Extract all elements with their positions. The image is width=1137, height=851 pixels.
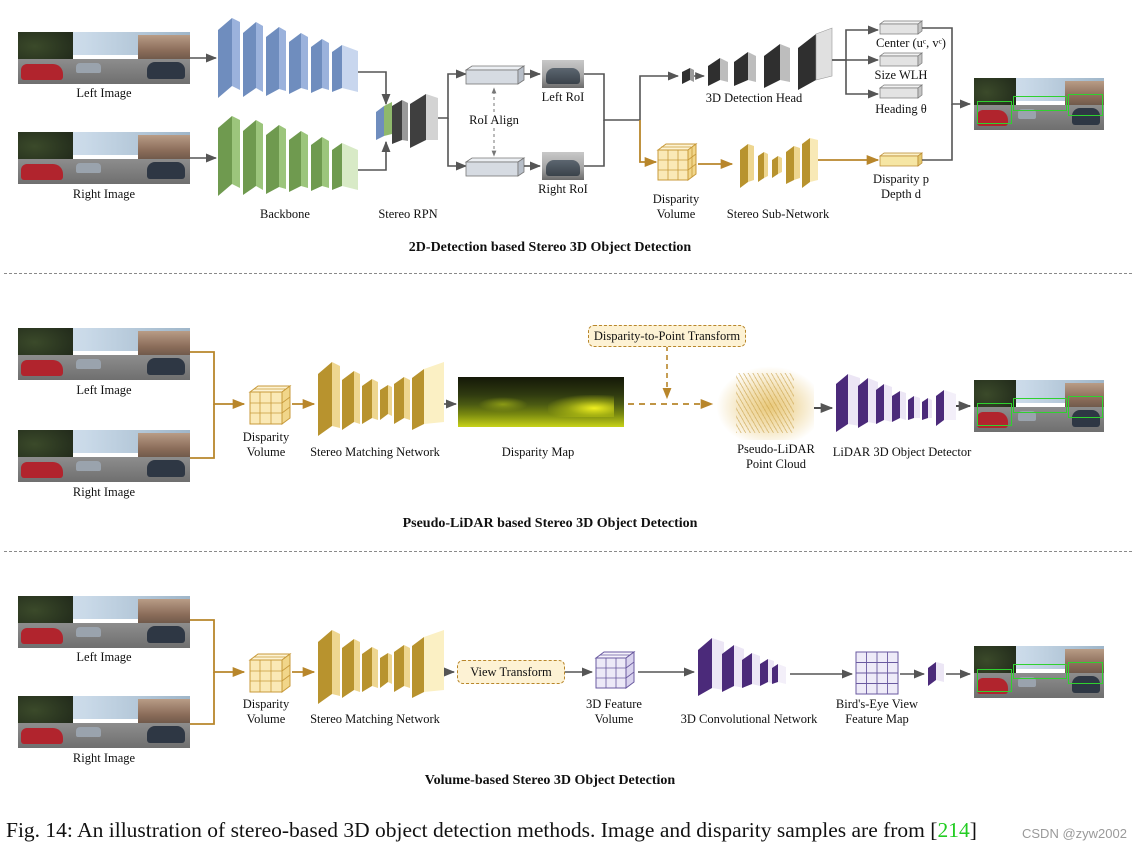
disparity-volume-3 xyxy=(248,653,292,693)
separator-2 xyxy=(4,551,1132,552)
conv3d-label: 3D Convolutional Network xyxy=(680,712,818,726)
detection-head-block xyxy=(682,27,833,90)
caption-text: Fig. 14: An illustration of stereo-based… xyxy=(6,818,938,842)
section3-title: Volume-based Stereo 3D Object Detection xyxy=(424,773,676,788)
roi-bar-top xyxy=(464,65,526,85)
feature-volume-3d xyxy=(594,651,636,689)
bev-small-cube xyxy=(928,662,944,686)
stereo-subnet-label: Stereo Sub-Network xyxy=(726,207,830,221)
disparity-depth-label: Disparity p Depth d xyxy=(873,172,929,201)
output-bar-disparity xyxy=(878,152,924,167)
watermark: CSDN @zyw2002 xyxy=(1022,826,1127,841)
left-roi-label: Left RoI xyxy=(541,90,585,104)
stereo-rpn-label: Stereo RPN xyxy=(378,207,438,221)
center-label: Center (uᶜ, vᶜ) xyxy=(876,36,946,50)
s2-merge-right xyxy=(190,404,215,459)
s2-merge-left xyxy=(190,351,246,410)
result-image-1 xyxy=(974,78,1104,130)
arrow-outputs-final-bottom xyxy=(922,104,953,161)
caption-close: ] xyxy=(969,818,977,842)
merge-roi-top xyxy=(584,73,640,121)
arrow-backbone-rpn-bottom xyxy=(358,140,391,171)
result-image-2 xyxy=(974,380,1104,432)
detection-head-label: 3D Detection Head xyxy=(705,91,803,105)
s2-stereo-matching-label: Stereo Matching Network xyxy=(310,445,440,459)
s2-left-image-label: Left Image xyxy=(76,383,132,397)
caption-ref[interactable]: 214 xyxy=(937,818,970,842)
output-bar-heading xyxy=(878,84,924,99)
arrow-to-heading xyxy=(845,60,880,99)
arrow-backbone-rpn-top xyxy=(358,71,391,106)
right-roi-label: Right RoI xyxy=(538,182,588,196)
stereo-subnet-block xyxy=(740,138,818,188)
stereo-matching-block-3 xyxy=(318,630,444,704)
arrow-to-det-head xyxy=(639,71,680,120)
s3-merge-right xyxy=(190,672,215,725)
feature-volume-label: 3D Feature Volume xyxy=(586,697,642,726)
left-image-2 xyxy=(18,328,190,380)
disparity-volume-2 xyxy=(248,385,292,425)
backbone-top-blue xyxy=(218,18,358,98)
s3-right-image-label: Right Image xyxy=(72,751,136,765)
heading-label: Heading θ xyxy=(875,102,927,116)
s1-left-image-label: Left Image xyxy=(76,86,132,100)
merge-roi-bottom xyxy=(584,120,605,167)
arrow-rpn-roi-bottom xyxy=(447,118,468,171)
left-image-3 xyxy=(18,596,190,648)
size-label: Size WLH xyxy=(874,68,928,82)
pseudo-lidar-point-cloud-image xyxy=(716,366,814,440)
result-image-3 xyxy=(974,646,1104,698)
conv3d-block xyxy=(698,638,786,696)
disparity-map-label: Disparity Map xyxy=(501,445,575,459)
output-bar-size xyxy=(878,52,924,67)
s1-right-image-label: Right Image xyxy=(72,187,136,201)
left-roi-thumb xyxy=(542,60,584,88)
pseudo-lidar-label: Pseudo-LiDAR Point Cloud xyxy=(737,442,815,471)
separator-1 xyxy=(4,273,1132,274)
left-image-1 xyxy=(18,32,190,84)
s2-right-image-label: Right Image xyxy=(72,485,136,499)
lidar-detector-block xyxy=(836,374,956,432)
output-bar-center xyxy=(878,20,924,35)
section2-title: Pseudo-LiDAR based Stereo 3D Object Dete… xyxy=(402,516,698,531)
stereo-matching-block-2 xyxy=(318,362,444,436)
right-image-2 xyxy=(18,430,190,482)
bev-feature-map-label: Bird's-Eye View Feature Map xyxy=(835,697,919,726)
backbone-label: Backbone xyxy=(260,207,310,221)
roi-align-label: RoI Align xyxy=(469,113,519,127)
roi-bar-bottom xyxy=(464,157,526,177)
right-roi-thumb xyxy=(542,152,584,180)
right-image-1 xyxy=(18,132,190,184)
s1-disparity-volume-label: Disparity Volume xyxy=(652,192,700,221)
s3-stereo-matching-label: Stereo Matching Network xyxy=(310,712,440,726)
lidar-detector-label: LiDAR 3D Object Detector xyxy=(832,445,972,459)
disparity-map-image xyxy=(458,377,624,427)
right-image-3 xyxy=(18,696,190,748)
disparity-to-point-transform-box: Disparity-to-Point Transform xyxy=(588,325,746,347)
arrow-rpn-roi-top xyxy=(438,69,468,119)
arrow-to-disp-volume-1 xyxy=(639,120,658,168)
figure-caption: Fig. 14: An illustration of stereo-based… xyxy=(6,818,977,843)
disparity-volume-1 xyxy=(656,143,698,181)
arrow-outputs-final-top xyxy=(922,27,972,109)
backbone-bottom-green xyxy=(218,116,358,196)
stereo-rpn-block xyxy=(376,94,438,148)
view-transform-box: View Transform xyxy=(457,660,565,684)
bev-feature-grid xyxy=(855,651,899,695)
s3-merge-left xyxy=(190,619,246,678)
s3-disparity-volume-label: Disparity Volume xyxy=(242,697,290,726)
s2-disparity-volume-label: Disparity Volume xyxy=(242,430,290,459)
section1-title: 2D-Detection based Stereo 3D Object Dete… xyxy=(408,240,692,255)
s3-left-image-label: Left Image xyxy=(76,650,132,664)
